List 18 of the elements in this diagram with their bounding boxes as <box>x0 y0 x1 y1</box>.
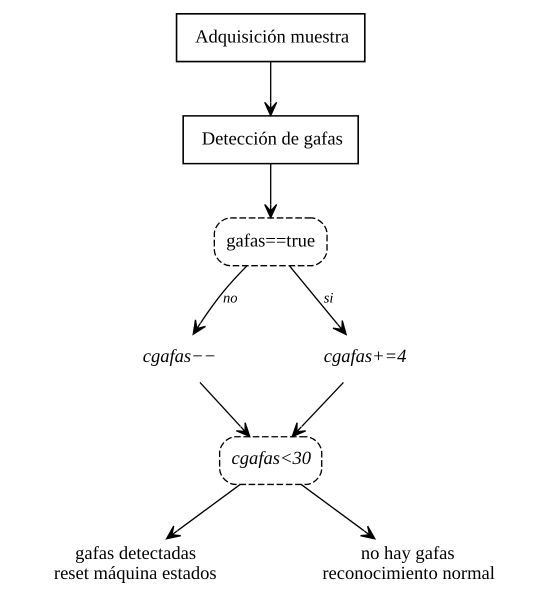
node-text: gafas detectadas reset máquina estados <box>54 542 217 584</box>
arrow <box>264 164 278 218</box>
arrow <box>289 266 347 336</box>
node-text: no hay gafas reconocimiento normal <box>322 542 495 584</box>
node-box: Adquisición muestra <box>176 13 366 62</box>
arrow <box>264 62 278 116</box>
edge-label: si <box>324 290 334 307</box>
node-box: gafas==true <box>214 217 328 266</box>
node-box: cgafas<30 <box>218 436 322 486</box>
edge-label: no <box>222 290 238 307</box>
node-text: cgafas+=4 <box>324 346 406 368</box>
arrow <box>292 382 344 438</box>
arrow <box>199 382 250 438</box>
node-text: cgafas−− <box>142 346 216 368</box>
node-box: Detección de gafas <box>182 115 359 164</box>
arrow <box>166 484 240 540</box>
arrow <box>300 484 376 540</box>
arrow <box>192 265 248 335</box>
